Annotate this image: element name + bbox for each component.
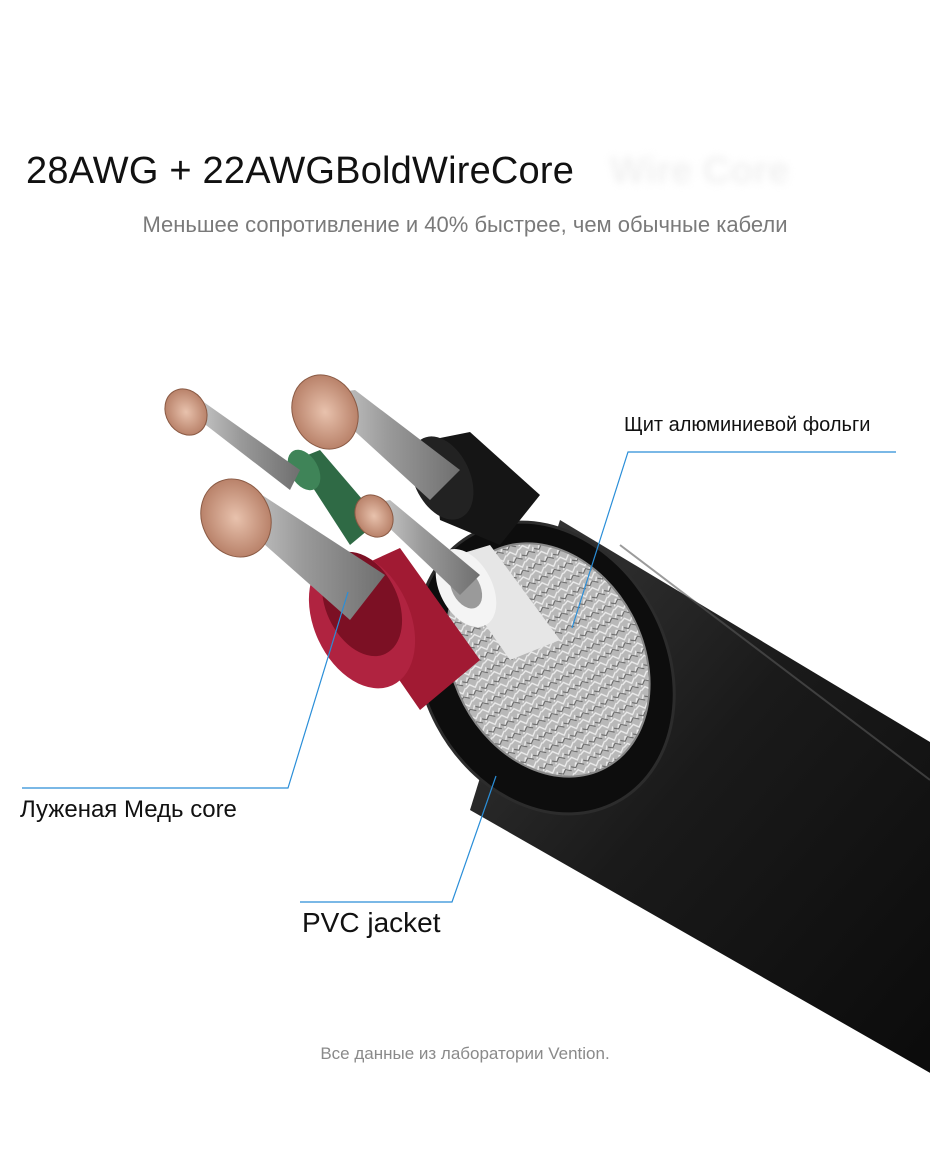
page-title: 28AWG + 22AWGBoldWireCore (26, 150, 589, 193)
leader-foil (571, 451, 896, 629)
copper-cores (164, 374, 394, 558)
leader-jacket (300, 775, 497, 903)
footer-note: Все данные из лаборатории Vention. (320, 1044, 610, 1063)
callout-pvc-jacket: PVC jacket (302, 907, 441, 938)
callout-foil-shield: Щит алюминиевой фольги (624, 414, 871, 436)
page-subtitle: Меньшее сопротивление и 40% быстрее, чем… (142, 212, 788, 237)
green-insulation-end (287, 449, 321, 491)
leader-copper (22, 591, 349, 789)
callout-tinned-copper-core: Луженая Медь core (20, 796, 237, 823)
leader-lines (22, 451, 896, 903)
title-ghost-overlay: Wire Core (610, 150, 790, 192)
